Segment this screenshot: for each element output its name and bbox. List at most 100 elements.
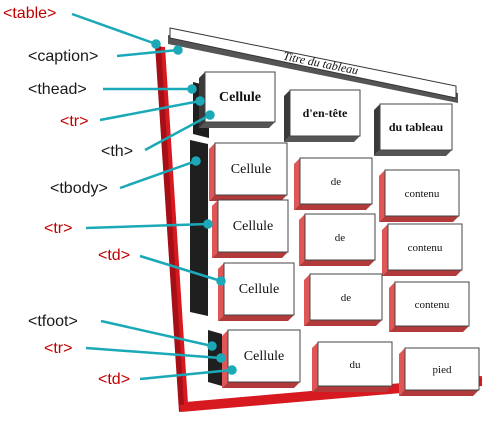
tag-thead-tr: <tr> bbox=[60, 113, 88, 130]
tag-tfoot: <tfoot> bbox=[28, 313, 78, 330]
pointer-tbody-dot bbox=[191, 156, 201, 166]
td-cell-text: contenu bbox=[405, 188, 440, 200]
td-cell: contenu bbox=[379, 169, 460, 222]
pointer-tfoot-dot bbox=[207, 341, 217, 351]
th-cell: du tableau bbox=[374, 103, 453, 156]
tfoot-td-cell: Cellule bbox=[222, 329, 301, 388]
tag-table: <table> bbox=[3, 5, 56, 22]
th-cell-face bbox=[204, 71, 276, 123]
caption-bar: Titre du tableau bbox=[168, 27, 458, 103]
th-cell: d'en-tête bbox=[284, 89, 361, 142]
tfoot-td-cell-bottom bbox=[312, 386, 392, 392]
pointer-tfoot-td bbox=[139, 368, 233, 381]
td-cell-face bbox=[394, 281, 470, 327]
td-cell-bottom bbox=[218, 315, 294, 321]
td-cell-face bbox=[384, 169, 460, 217]
td-cell: contenu bbox=[389, 281, 470, 332]
pointer-th-dot bbox=[205, 110, 215, 120]
td-cell: de bbox=[304, 273, 383, 326]
td-cell-side bbox=[304, 274, 310, 326]
tag-labels: <table> <caption> <thead> <tr> <th> <tbo… bbox=[3, 5, 133, 388]
th-cell-text: d'en-tête bbox=[303, 106, 348, 120]
pointer-th bbox=[144, 113, 211, 152]
td-cell-bottom bbox=[212, 252, 288, 258]
td-cell-face bbox=[299, 157, 373, 205]
td-cell-text: de bbox=[331, 176, 342, 188]
tfoot-td-cell: pied bbox=[399, 347, 480, 396]
td-cell-face bbox=[217, 199, 289, 253]
pointer-table bbox=[71, 12, 157, 46]
th-cell-face bbox=[289, 89, 361, 137]
td-cell-face bbox=[214, 142, 288, 196]
tag-tbody-td: <td> bbox=[98, 247, 130, 264]
tag-tfoot-tr: <tr> bbox=[44, 340, 72, 357]
td-cell-bottom bbox=[304, 320, 382, 326]
td-cell-side bbox=[218, 263, 224, 321]
td-cell-bottom bbox=[382, 270, 462, 276]
tfoot-td-cell-text: Cellule bbox=[244, 349, 284, 364]
td-cell-side bbox=[389, 282, 395, 332]
th-cell-text: Cellule bbox=[219, 90, 261, 105]
th-cell-bottom bbox=[374, 150, 452, 156]
td-cell: de bbox=[294, 157, 373, 210]
pointer-tfoot-tr-dot bbox=[216, 353, 226, 363]
td-cell: Cellule bbox=[212, 199, 289, 258]
td-cell-text: contenu bbox=[408, 242, 443, 254]
td-cell-side bbox=[379, 170, 385, 222]
td-cell-text: Cellule bbox=[239, 282, 279, 297]
pointer-caption bbox=[116, 48, 179, 58]
tfoot-td-cell-side bbox=[399, 348, 405, 396]
td-cell-side bbox=[299, 214, 305, 266]
pointer-thead-tr-dot bbox=[195, 96, 205, 106]
pointer-tbody-tr bbox=[85, 222, 209, 230]
tag-caption: <caption> bbox=[28, 48, 98, 65]
pointer-tbody-td-dot bbox=[216, 276, 226, 286]
td-cell-bottom bbox=[389, 326, 469, 332]
th-cell-bottom bbox=[199, 122, 275, 128]
pointer-tfoot bbox=[100, 319, 213, 348]
td-cell: contenu bbox=[382, 223, 463, 276]
td-cell-text: Cellule bbox=[233, 219, 273, 234]
pointer-thead-dot bbox=[187, 84, 197, 94]
td-cell-bottom bbox=[379, 216, 459, 222]
th-cell-face bbox=[379, 103, 453, 151]
th-cell-bottom bbox=[284, 136, 360, 142]
caption-bar-face bbox=[169, 27, 457, 99]
tfoot-td-cell-bottom bbox=[399, 390, 479, 396]
td-cell-side bbox=[294, 158, 300, 210]
pointer-tbody bbox=[119, 159, 197, 190]
td-cell: Cellule bbox=[218, 262, 295, 321]
pointer-tbody-td bbox=[139, 254, 222, 283]
td-cell-face bbox=[309, 273, 383, 321]
td-cell-text: Cellule bbox=[231, 162, 271, 177]
td-cell: Cellule bbox=[209, 142, 288, 201]
th-cell: Cellule bbox=[199, 71, 276, 128]
pointer-tfoot-tr bbox=[85, 346, 222, 360]
td-cell-text: de bbox=[335, 232, 346, 244]
td-cell-face bbox=[304, 213, 376, 261]
td-cell-bottom bbox=[294, 204, 372, 210]
pointer-tbody-tr-dot bbox=[203, 219, 213, 229]
th-cell-side bbox=[284, 90, 290, 142]
td-cell-side bbox=[212, 200, 218, 258]
td-cell-bottom bbox=[299, 260, 375, 266]
td-cell-side bbox=[209, 143, 215, 201]
tfoot-td-cell-bottom bbox=[222, 382, 300, 388]
tfoot-td-cell-face bbox=[227, 329, 301, 383]
tag-thead: <thead> bbox=[28, 81, 87, 98]
pointer-caption-dot bbox=[173, 45, 183, 55]
tfoot-td-cell-side bbox=[312, 342, 318, 392]
pointer-lines bbox=[71, 12, 237, 381]
td-cell-face bbox=[387, 223, 463, 271]
pointer-thead-tr bbox=[99, 99, 201, 122]
td-cell-face bbox=[223, 262, 295, 316]
tag-tbody: <tbody> bbox=[50, 180, 108, 197]
tfoot-td-cell-text: du bbox=[350, 359, 362, 371]
tfoot-td-cell-text: pied bbox=[433, 364, 452, 376]
td-cell-side bbox=[382, 224, 388, 276]
pointer-table-dot bbox=[151, 39, 161, 49]
pointer-tfoot-td-dot bbox=[227, 365, 237, 375]
table-frame-side bbox=[155, 45, 186, 412]
